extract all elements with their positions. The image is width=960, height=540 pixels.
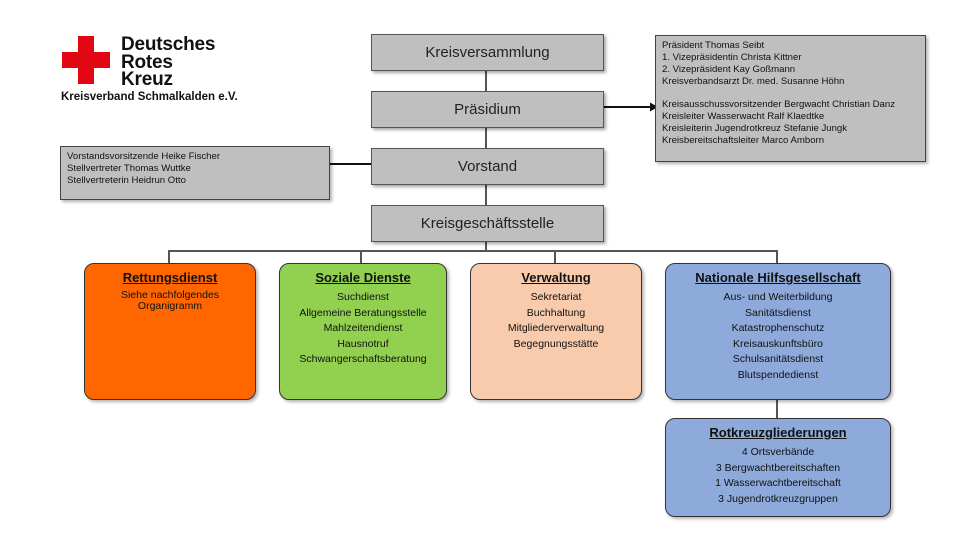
gliederung-item: 4 Ortsverbände bbox=[741, 446, 815, 458]
dept-item: Schulsanitätsdienst bbox=[732, 353, 824, 366]
member-line: Stellvertreterin Heidrun Otto bbox=[67, 175, 186, 186]
dept-verwaltung: Verwaltung Sekretariat Buchhaltung Mitgl… bbox=[470, 263, 642, 400]
dept-item: Sekretariat bbox=[530, 291, 582, 303]
dept-item: Buchhaltung bbox=[526, 306, 586, 319]
gliederung-item: 1 Wasserwachtbereitschaft bbox=[715, 477, 841, 490]
dept-item: Begegnungsstätte bbox=[513, 337, 599, 350]
member-line: Präsident Thomas Seibt bbox=[662, 40, 765, 51]
dept-item: Siehe nachfolgendes Organigramm bbox=[120, 289, 220, 312]
connector-bus bbox=[168, 250, 778, 252]
vorstand-label: Vorstand bbox=[457, 158, 518, 175]
dept-title: Rettungsdienst bbox=[122, 270, 218, 285]
vorstand-box: Vorstand bbox=[371, 148, 604, 185]
praesidium-box: Präsidium bbox=[371, 91, 604, 128]
connector-gliederungen bbox=[776, 392, 778, 419]
praesidium-members-box: Präsident Thomas Seibt 1. Vizepräsidenti… bbox=[655, 35, 926, 162]
member-line: Kreisleiterin Jugendrotkreuz Stefanie Ju… bbox=[662, 123, 848, 134]
dept-nationale-hilfsgesellschaft: Nationale Hilfsgesellschaft Aus- und Wei… bbox=[665, 263, 891, 400]
gliederungen-title: Rotkreuzgliederungen bbox=[709, 425, 847, 440]
member-line: 2. Vizepräsident Kay Goßmann bbox=[662, 64, 796, 75]
dept-title: Verwaltung bbox=[521, 270, 591, 285]
logo-line-3: Kreuz bbox=[121, 69, 173, 90]
connector-top bbox=[485, 68, 487, 208]
member-spacer bbox=[662, 88, 919, 99]
member-line: Kreisbereitschaftsleiter Marco Amborn bbox=[662, 135, 825, 146]
rotkreuzgliederungen-box: Rotkreuzgliederungen 4 Ortsverbände 3 Be… bbox=[665, 418, 891, 517]
member-line: Kreisverbandsarzt Dr. med. Susanne Höhn bbox=[662, 76, 845, 87]
dept-item: Blutspendedienst bbox=[737, 368, 819, 381]
logo-subtitle: Kreisverband Schmalkalden e.V. bbox=[61, 91, 238, 103]
dept-soziale-dienste: Soziale Dienste Suchdienst Allgemeine Be… bbox=[279, 263, 447, 400]
dept-title: Soziale Dienste bbox=[315, 270, 411, 285]
dept-item: Katastrophenschutz bbox=[731, 322, 825, 335]
gliederung-item: 3 Bergwachtbereitschaften bbox=[715, 461, 841, 474]
geschaeftsstelle-label: Kreisgeschäftsstelle bbox=[420, 215, 555, 232]
member-line: Kreisausschussvorsitzender Bergwacht Chr… bbox=[662, 99, 896, 110]
logo-line-2: Rotes bbox=[121, 52, 173, 73]
dept-item: Sanitätsdienst bbox=[745, 306, 811, 319]
connector-drop-1 bbox=[168, 250, 170, 263]
geschaeftsstelle-box: Kreisgeschäftsstelle bbox=[371, 205, 604, 242]
kreisversammlung-box: Kreisversammlung bbox=[371, 34, 604, 71]
dept-item: Aus- und Weiterbildung bbox=[723, 291, 833, 303]
dept-item: Allgemeine Beratungsstelle bbox=[299, 306, 427, 319]
member-line: Vorstandsvorsitzende Heike Fischer bbox=[67, 151, 221, 162]
logo-line-1: Deutsches bbox=[121, 34, 216, 55]
dept-item: Schwangerschaftsberatung bbox=[299, 353, 427, 366]
dept-item: Mahlzeitendienst bbox=[323, 322, 403, 335]
dept-title: Nationale Hilfsgesellschaft bbox=[695, 270, 861, 285]
dept-item: Suchdienst bbox=[337, 291, 389, 303]
dept-rettungsdienst: Rettungsdienst Siehe nachfolgendes Organ… bbox=[84, 263, 256, 400]
arrow-right-icon bbox=[602, 102, 658, 112]
member-line: Stellvertreter Thomas Wuttke bbox=[67, 163, 191, 174]
praesidium-label: Präsidium bbox=[454, 101, 521, 118]
dept-item: Mitgliederverwaltung bbox=[507, 322, 605, 335]
connector-drop-4 bbox=[776, 250, 778, 263]
member-line: Kreisleiter Wasserwacht Ralf Klaedtke bbox=[662, 111, 825, 122]
vorstand-members-box: Vorstandsvorsitzende Heike Fischer Stell… bbox=[60, 146, 330, 200]
connector-drop-3 bbox=[554, 250, 556, 263]
dept-item: Kreisauskunftsbüro bbox=[733, 337, 823, 350]
member-line: 1. Vizepräsidentin Christa Kittner bbox=[662, 52, 802, 63]
connector-drop-2 bbox=[360, 250, 362, 263]
kreisversammlung-label: Kreisversammlung bbox=[425, 44, 550, 61]
dept-item: Hausnotruf bbox=[337, 337, 389, 350]
connector-stem bbox=[485, 238, 487, 251]
gliederung-item: 3 Jugendrotkreuzgruppen bbox=[718, 492, 838, 505]
